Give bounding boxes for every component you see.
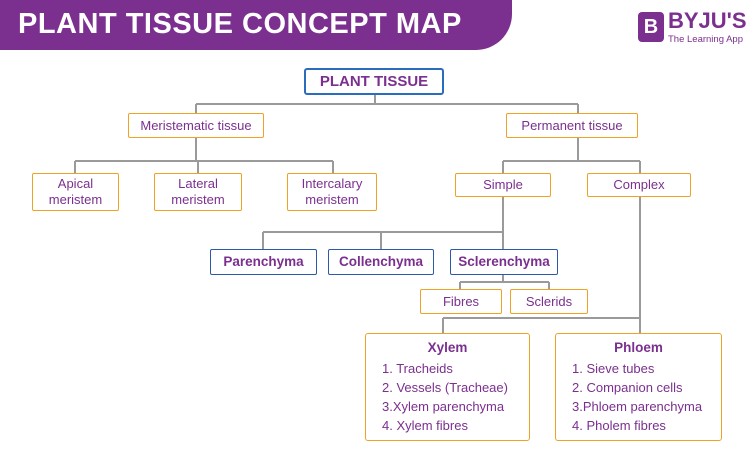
list-item: 4. Xylem fibres	[382, 418, 468, 433]
node-complex: Complex	[587, 173, 691, 197]
node-intercalary-meristem: Intercalary meristem	[287, 173, 377, 211]
node-simple: Simple	[455, 173, 551, 197]
card-phloem: Phloem 1. Sieve tubes 2. Companion cells…	[555, 333, 722, 441]
page-title: PLANT TISSUE CONCEPT MAP	[18, 8, 462, 40]
node-parenchyma: Parenchyma	[210, 249, 317, 275]
logo-name: BYJU'S	[668, 8, 747, 33]
node-fibres: Fibres	[420, 289, 502, 314]
node-permanent-tissue: Permanent tissue	[506, 113, 638, 138]
logo-tagline: The Learning App	[668, 34, 744, 45]
list-item: 2. Vessels (Tracheae)	[382, 380, 508, 395]
list-item: 2. Companion cells	[572, 380, 683, 395]
node-meristematic-tissue: Meristematic tissue	[128, 113, 264, 138]
list-item: 3.Phloem parenchyma	[572, 399, 703, 414]
node-sclerids: Sclerids	[510, 289, 588, 314]
title-banner: PLANT TISSUE CONCEPT MAP	[0, 0, 512, 50]
node-plant-tissue: PLANT TISSUE	[304, 68, 444, 95]
list-item: 4. Pholem fibres	[572, 418, 666, 433]
list-item: 1. Sieve tubes	[572, 361, 655, 376]
card-xylem: Xylem 1. Tracheids 2. Vessels (Tracheae)…	[365, 333, 530, 441]
phloem-title: Phloem	[614, 340, 663, 355]
list-item: 1. Tracheids	[382, 361, 453, 376]
xylem-title: Xylem	[427, 340, 468, 355]
node-sclerenchyma: Sclerenchyma	[450, 249, 558, 275]
node-apical-meristem: Apical meristem	[32, 173, 119, 211]
xylem-list: 1. Tracheids 2. Vessels (Tracheae) 3.Xyl…	[366, 359, 529, 435]
list-item: 3.Xylem parenchyma	[382, 399, 505, 414]
byjus-logo: B BYJU'S The Learning App	[638, 8, 750, 48]
logo-mark-icon: B	[638, 12, 664, 42]
node-lateral-meristem: Lateral meristem	[154, 173, 242, 211]
phloem-list: 1. Sieve tubes 2. Companion cells 3.Phlo…	[556, 359, 721, 435]
node-collenchyma: Collenchyma	[328, 249, 434, 275]
